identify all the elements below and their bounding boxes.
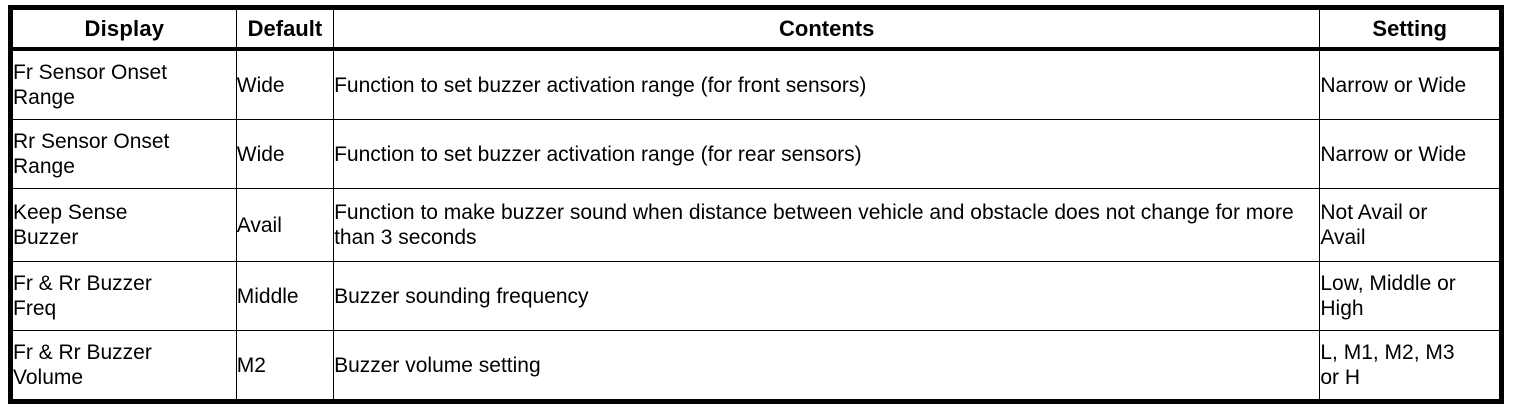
cell-display: Fr Sensor Onset Range: [10, 48, 237, 120]
cell-contents: Buzzer volume setting: [333, 330, 1321, 402]
cell-setting: L, M1, M2, M3 or H: [1319, 330, 1502, 402]
default-text: Avail: [236, 213, 282, 237]
cell-contents: Function to make buzzer sound when dista…: [333, 188, 1321, 262]
setting-text: Not Avail or Avail: [1320, 201, 1428, 249]
table-row: Fr Sensor Onset Range Wide Function to s…: [10, 48, 1502, 120]
cell-display: Fr & Rr Buzzer Volume: [10, 330, 237, 402]
table-row: Keep Sense Buzzer Avail Function to make…: [10, 188, 1502, 262]
contents-text: Buzzer sounding frequency: [334, 284, 589, 308]
display-text: Fr & Rr Buzzer Freq: [13, 272, 152, 320]
default-text: Middle: [236, 284, 299, 308]
table-row: Fr & Rr Buzzer Volume M2 Buzzer volume s…: [10, 330, 1502, 402]
column-header-default: Default: [235, 7, 335, 51]
cell-setting: Narrow or Wide: [1319, 119, 1502, 189]
column-header-setting: Setting: [1319, 7, 1502, 51]
cell-display: Fr & Rr Buzzer Freq: [10, 261, 237, 331]
cell-default: Avail: [235, 188, 335, 262]
table-body: Fr Sensor Onset Range Wide Function to s…: [10, 48, 1502, 402]
table-row: Rr Sensor Onset Range Wide Function to s…: [10, 119, 1502, 189]
contents-text: Function to make buzzer sound when dista…: [334, 201, 1294, 249]
cell-contents: Buzzer sounding frequency: [333, 261, 1321, 331]
table-header-row: Display Default Contents Setting: [10, 7, 1502, 51]
cell-default: Wide: [235, 119, 335, 189]
cell-contents: Function to set buzzer activation range …: [333, 48, 1321, 120]
contents-text: Function to set buzzer activation range …: [334, 73, 867, 97]
contents-text: Function to set buzzer activation range …: [334, 142, 862, 166]
default-text: Wide: [236, 73, 285, 97]
contents-text: Buzzer volume setting: [334, 353, 541, 377]
setting-text: Narrow or Wide: [1320, 73, 1467, 97]
display-text: Fr & Rr Buzzer Volume: [13, 341, 152, 389]
cell-display: Keep Sense Buzzer: [10, 188, 237, 262]
settings-specification-table: Display Default Contents Setting Fr Sens…: [8, 5, 1504, 404]
column-header-display: Display: [10, 7, 237, 51]
display-text: Keep Sense Buzzer: [13, 201, 128, 249]
cell-setting: Narrow or Wide: [1319, 48, 1502, 120]
default-text: M2: [236, 353, 266, 377]
table-row: Fr & Rr Buzzer Freq Middle Buzzer soundi…: [10, 261, 1502, 331]
cell-setting: Low, Middle or High: [1319, 261, 1502, 331]
display-text: Fr Sensor Onset Range: [13, 61, 168, 109]
table-header: Display Default Contents Setting: [10, 7, 1502, 51]
cell-default: M2: [235, 330, 335, 402]
cell-setting: Not Avail or Avail: [1319, 188, 1502, 262]
setting-text: Narrow or Wide: [1320, 142, 1467, 166]
default-text: Wide: [236, 142, 285, 166]
setting-text: Low, Middle or High: [1320, 272, 1456, 320]
setting-text: L, M1, M2, M3 or H: [1320, 341, 1455, 389]
cell-default: Wide: [235, 48, 335, 120]
cell-contents: Function to set buzzer activation range …: [333, 119, 1321, 189]
column-header-contents: Contents: [333, 7, 1321, 51]
display-text: Rr Sensor Onset Range: [13, 130, 170, 178]
cell-display: Rr Sensor Onset Range: [10, 119, 237, 189]
cell-default: Middle: [235, 261, 335, 331]
